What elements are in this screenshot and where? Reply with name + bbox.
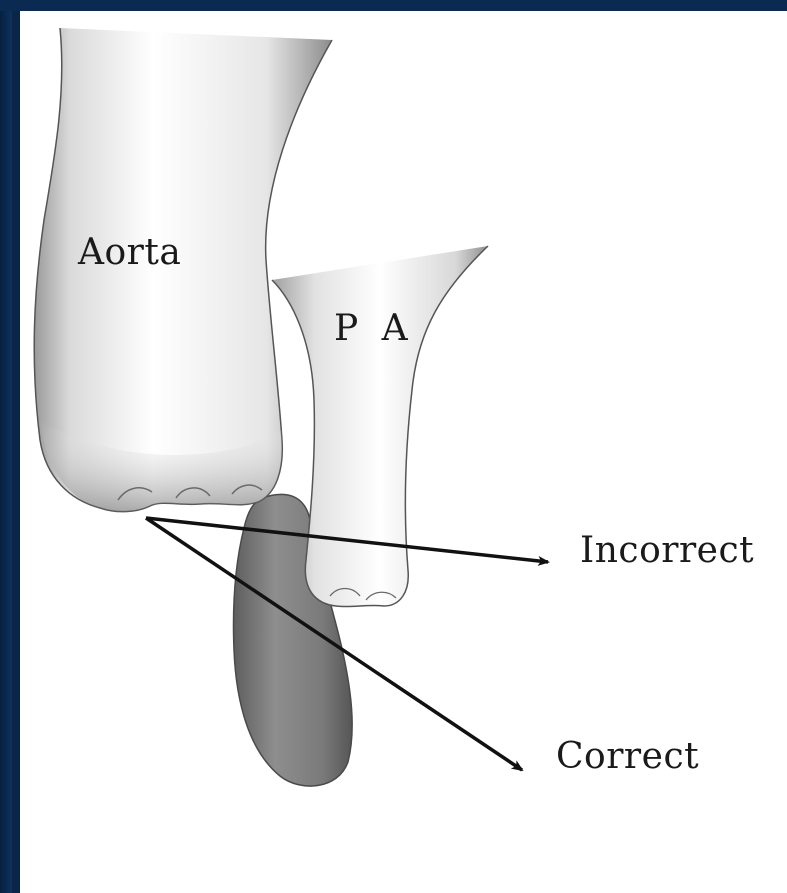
correct-label: Correct [556,736,699,777]
pulmonary-artery-label: P A [334,308,414,349]
aorta-label: Aorta [78,232,181,273]
incorrect-label: Incorrect [580,530,754,571]
